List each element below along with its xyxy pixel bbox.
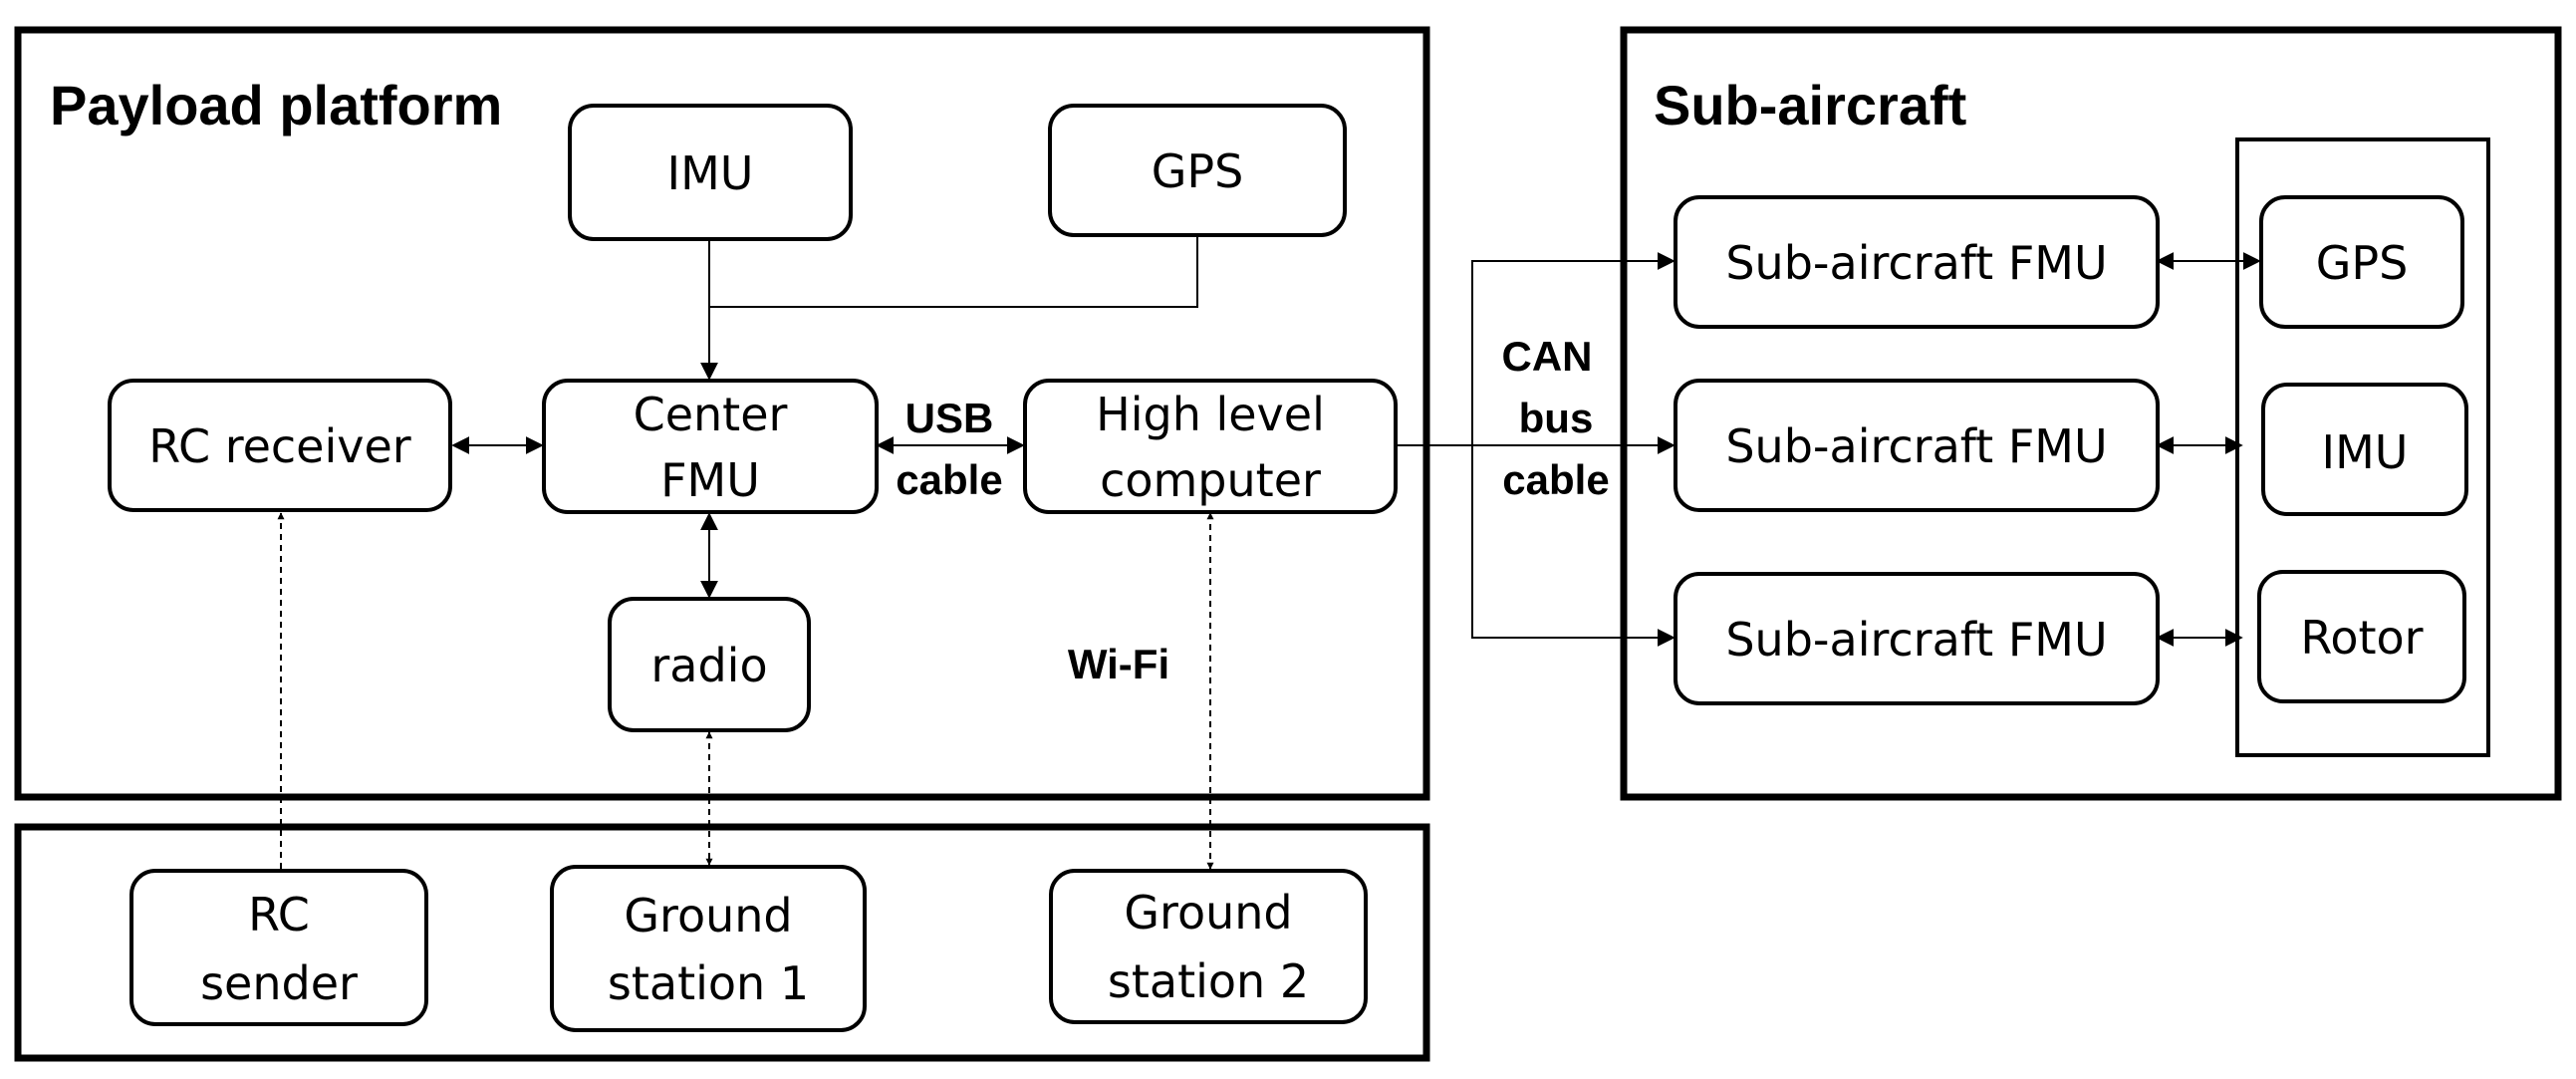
center-fmu-node xyxy=(542,379,879,514)
sub-rotor-node xyxy=(2257,570,2466,703)
can-bus-label-3: cable xyxy=(1502,456,1609,503)
high-level-computer-label-1: High level xyxy=(1096,388,1325,441)
ground-station-1-label-2: station 1 xyxy=(608,956,809,1010)
sub-imu-label: IMU xyxy=(2322,425,2409,479)
usb-cable-label-1: USB xyxy=(905,395,994,441)
sub-aircraft-title: Sub-aircraft xyxy=(1654,74,1966,136)
can-bus-branch-1 xyxy=(1471,252,1675,445)
radio-label: radio xyxy=(650,639,767,692)
imu-label: IMU xyxy=(667,146,754,200)
high-level-computer-node xyxy=(1023,379,1398,514)
sub-aircraft-fmu-3-node xyxy=(1674,572,2160,705)
payload-platform-frame xyxy=(14,26,1430,801)
sub-aircraft-fmu-1-label: Sub-aircraft FMU xyxy=(1725,236,2107,290)
wifi-label: Wi-Fi xyxy=(1068,641,1169,687)
gps-label: GPS xyxy=(1152,144,1244,198)
high-level-computer-label-2: computer xyxy=(1100,453,1321,507)
ground-station-2-label-2: station 2 xyxy=(1108,954,1309,1008)
rc-sender-node xyxy=(129,869,428,1026)
can-bus-branch-3 xyxy=(1471,445,1675,647)
can-bus-label-2: bus xyxy=(1519,395,1594,441)
rc-sender-label-2: sender xyxy=(200,956,358,1010)
imu-node xyxy=(568,104,853,241)
sub-aircraft-fmu-2-label: Sub-aircraft FMU xyxy=(1725,419,2107,473)
rc-sender-label-1: RC xyxy=(248,888,310,942)
sub-rotor-label: Rotor xyxy=(2300,611,2423,665)
center-fmu-label-2: FMU xyxy=(660,453,760,507)
ground-station-2-node xyxy=(1049,869,1368,1024)
gps-to-fmu-connector xyxy=(709,235,1198,308)
ground-station-1-label-1: Ground xyxy=(624,889,792,943)
sub-aircraft-fmu-1-node xyxy=(1674,195,2160,329)
radio-node xyxy=(608,597,811,732)
sub-gps-label: GPS xyxy=(2316,236,2409,290)
usb-cable-label-2: cable xyxy=(896,456,1002,503)
ground-station-1-node xyxy=(550,865,867,1032)
sub-aircraft-frame xyxy=(1620,26,2562,801)
sub-imu-node xyxy=(2261,383,2468,516)
rc-receiver-node xyxy=(108,379,452,512)
gps-node xyxy=(1048,104,1347,237)
rc-receiver-label: RC receiver xyxy=(148,419,411,473)
sub-aircraft-fmu-2-node xyxy=(1674,379,2160,512)
can-bus-label-1: CAN xyxy=(1502,333,1593,380)
ground-segment-frame xyxy=(14,823,1430,1062)
center-fmu-label-1: Center xyxy=(634,388,788,441)
sub-gps-node xyxy=(2259,195,2464,329)
ground-station-2-label-1: Ground xyxy=(1124,886,1292,940)
payload-platform-title: Payload platform xyxy=(50,74,502,136)
sub-aircraft-fmu-3-label: Sub-aircraft FMU xyxy=(1725,613,2107,667)
